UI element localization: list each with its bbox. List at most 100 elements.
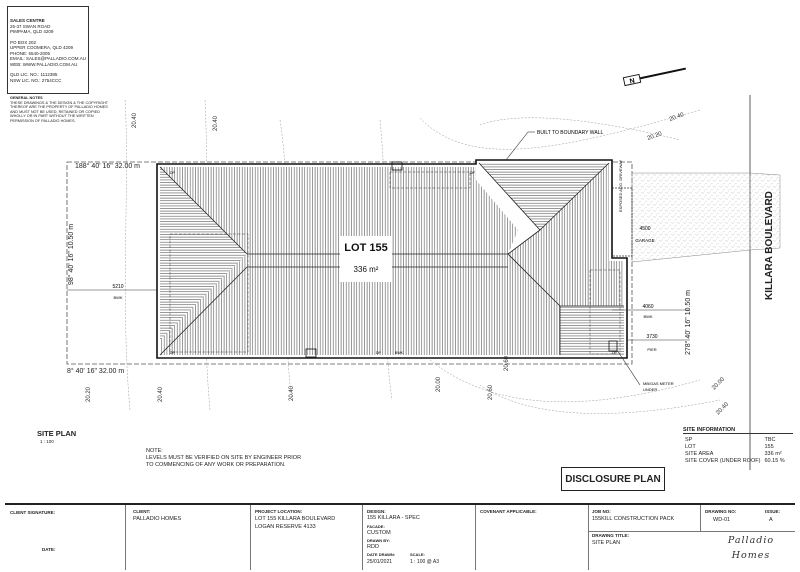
sales-line: WEB: WWW.PALLADIO.COM.AU <box>10 61 78 67</box>
boundary-right-label: 278° 40' 16" 10.50 m <box>684 290 692 355</box>
roof-plane <box>160 167 247 340</box>
svg-text:20.00: 20.00 <box>436 376 442 392</box>
svg-text:20.00: 20.00 <box>711 376 726 391</box>
sales-heading: SALES CENTRE <box>10 18 45 23</box>
notes-line: PERMISSION OF PALLADIO HOMES. <box>10 118 76 123</box>
issue-value: A <box>769 517 773 523</box>
meter-box <box>305 348 317 358</box>
scale-label: SCALE: <box>410 552 425 557</box>
right-dim-1-sub: BWK <box>643 314 652 319</box>
covenant-label: COVENANT APPLICABLE: <box>480 509 537 514</box>
lot-label: LOT 155 <box>344 242 387 254</box>
left-setback-dim: 5210 <box>112 284 123 290</box>
scale-value: 1 : 100 @ A3 <box>410 559 439 565</box>
downpipe-label: DP <box>170 171 176 175</box>
left-setback-sub: BWK <box>113 295 122 300</box>
roof-plane <box>247 167 518 254</box>
sales-line: 25-37 SWAN ROAD <box>10 23 51 29</box>
site-plan-scale: 1 : 100 <box>40 439 54 444</box>
site-plan-title: SITE PLAN <box>37 429 77 438</box>
meter-box <box>608 340 618 352</box>
general-notes: GENERAL NOTES THESE DRAWINGS & THE DESIG… <box>10 96 108 124</box>
sales-line: PIMPAMA, QLD 4209 <box>10 29 54 34</box>
sales-line: PO BOX 202 <box>10 39 37 45</box>
sales-line: NSW LIC. NO.: 2754CCC <box>10 77 62 83</box>
roof-plane <box>560 306 624 355</box>
project-line-1: LOT 155 KILLARA BOULEVARD <box>255 516 336 522</box>
sales-line: UPPER COOMERA, QLD 4209 <box>10 45 74 50</box>
downpipe-label: DP <box>376 351 382 355</box>
svg-text:20.40: 20.40 <box>158 386 164 402</box>
date-label: DATE: <box>42 547 56 552</box>
title-block: CLIENT SIGNATURE: DATE: CLIENT: PALLADIO… <box>5 503 795 570</box>
drawing-no-label: DRAWING NO: <box>705 509 737 514</box>
svg-text:20.40: 20.40 <box>289 385 295 401</box>
sales-line: PHONE: 5540-2005 <box>10 50 51 56</box>
lot-boundary <box>66 161 633 365</box>
notes-heading: GENERAL NOTES <box>10 96 43 100</box>
notes-line: THEREOF ARE THE PROPERTY OF PALLADIO HOM… <box>10 105 108 110</box>
note-line: LEVELS MUST BE VERIFIED ON SITE BY ENGIN… <box>146 455 302 461</box>
sales-line: EMAIL: SALES@PALLADIO.COM.AU <box>10 56 87 61</box>
sales-centre-block: SALES CENTRE 25-37 SWAN ROAD PIMPAMA, QL… <box>10 18 86 83</box>
palladio-logo: Palladio Homes <box>710 533 792 563</box>
client-label: CLIENT: <box>133 509 151 514</box>
svg-text:20.60: 20.60 <box>488 384 494 400</box>
logo-line-1: Palladio <box>727 535 775 546</box>
roof-plane <box>247 254 560 355</box>
svg-text:20.20: 20.20 <box>647 131 664 142</box>
facade-label: FACADE: <box>367 524 385 529</box>
facade-value: CUSTOM <box>367 530 391 536</box>
boundary-top-label: 188° 40' 16" 32.00 m <box>75 162 140 170</box>
svg-text:20.20: 20.20 <box>86 386 92 402</box>
drawing-title-value: SITE PLAN <box>592 540 621 546</box>
drawing-title-label: DRAWING TITLE: <box>592 533 629 538</box>
roof-plane <box>479 163 609 230</box>
notes-line: AND MUST NOT BE USED, RETAINED OR COPIED <box>10 109 100 114</box>
garage-dim: 4500 <box>639 226 650 232</box>
issue-label: ISSUE: <box>765 509 781 514</box>
client-value: PALLADIO HOMES <box>133 516 182 522</box>
disclosure-plan-box: DISCLOSURE PLAN <box>561 467 665 491</box>
logo-line-2: Homes <box>731 550 771 561</box>
svg-text:20.40: 20.40 <box>715 401 730 416</box>
area-label: 336 m² <box>354 265 379 274</box>
design-label: DESIGN: <box>367 509 386 514</box>
bwk-label: BWK <box>395 351 404 355</box>
project-line-2: LOGAN RESERVE 4133 <box>255 524 316 530</box>
design-value: 155 KILLARA - SPEC <box>367 515 420 521</box>
north-arrow: N <box>622 67 687 87</box>
note-line: TO COMMENCING OF ANY WORK OR PREPARATION… <box>146 462 286 468</box>
project-label: PROJECT LOCATION: <box>255 509 303 514</box>
date-drawn-value: 25/01/2021 <box>367 559 393 565</box>
client-signature-label: CLIENT SIGNATURE: <box>10 510 56 515</box>
drawn-by-label: DRAWN BY: <box>367 538 390 543</box>
note-heading: NOTE: <box>146 448 163 454</box>
sales-line: QLD LIC. NO.: 1112385 <box>10 72 58 77</box>
meter-box <box>391 161 403 171</box>
street-name: KILLARA BOULEVARD <box>764 191 775 300</box>
job-no-value: 155KILL CONSTRUCTION PACK <box>592 516 675 522</box>
boundary-left-label: 98° 40' 16" 10.50 m <box>67 224 75 285</box>
meter-note-1: MB/GAS METER <box>643 381 674 386</box>
meter-note-2: UNDER <box>643 387 657 392</box>
date-drawn-label: DATE DRAWN: <box>367 552 396 557</box>
drawing-no-value: WD-01 <box>713 517 731 523</box>
svg-text:20.40: 20.40 <box>213 115 219 131</box>
boundary-bottom-label: 8° 40' 16" 32.00 m <box>67 367 124 375</box>
downpipe-label: DP <box>612 351 618 355</box>
svg-text:20.40: 20.40 <box>669 112 686 123</box>
roof-plane <box>160 254 247 355</box>
notes-line: THESE DRAWINGS & THE DESIGN & THE COPYRI… <box>10 100 109 105</box>
site-info-heading: SITE INFORMATION <box>683 427 793 434</box>
job-no-label: JOB NO: <box>592 509 611 514</box>
right-dim-1: 4060 <box>642 304 653 310</box>
svg-text:20.40: 20.40 <box>132 112 138 128</box>
driveway <box>631 172 751 263</box>
driveway-label: EXPOSED AGG. DRIVEWAY <box>618 159 623 212</box>
svg-text:20.60: 20.60 <box>504 355 510 371</box>
downpipe-label: DP <box>170 351 176 355</box>
downpipe-label: DP <box>470 171 476 175</box>
